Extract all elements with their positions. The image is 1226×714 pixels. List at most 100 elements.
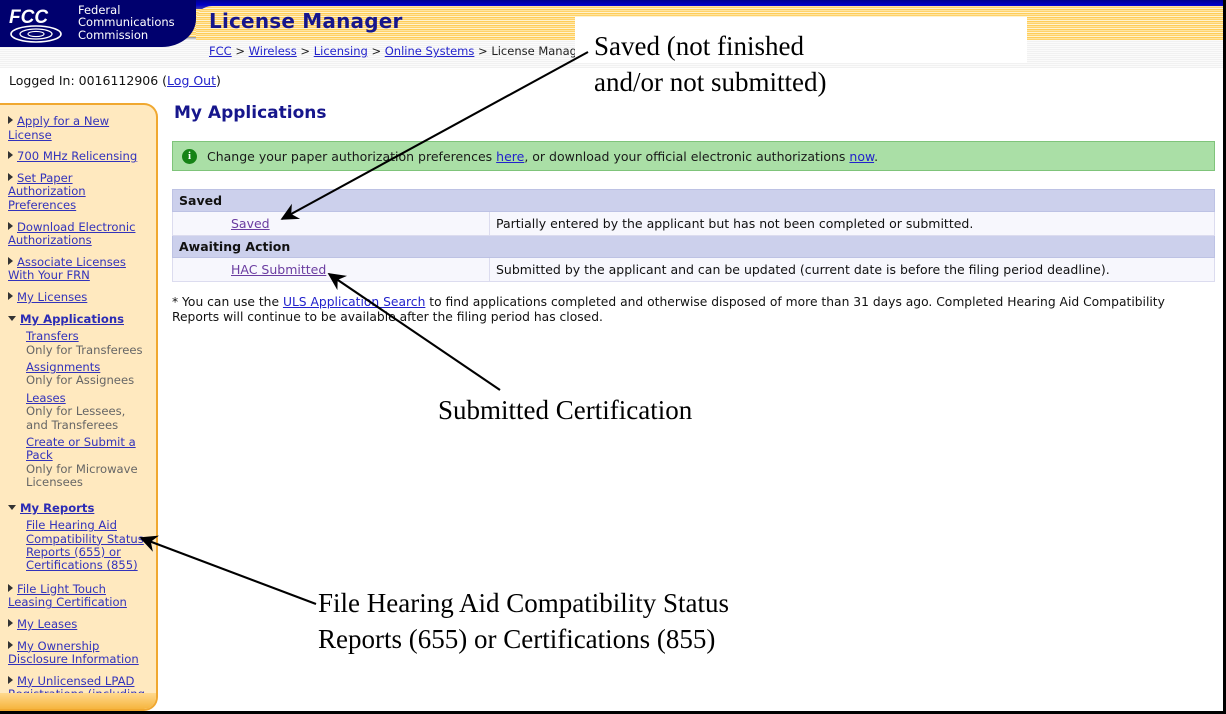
sidebar-link-create-or-submit-pack[interactable]: Create or Submit a Pack xyxy=(26,434,136,463)
sidebar-link-my-licenses[interactable]: My Licenses xyxy=(17,289,88,304)
sidebar-note-transfers: Only for Transferees xyxy=(26,342,143,357)
sidebar-item-my-leases[interactable]: My Leases xyxy=(0,614,156,636)
info-banner: i Change your paper authorization prefere… xyxy=(172,141,1215,171)
info-text-middle: , or download your official electronic a… xyxy=(524,149,850,164)
logged-in-text: Logged In: 0016112906 ( xyxy=(9,73,168,88)
sidebar-link-assignments[interactable]: Assignments xyxy=(26,359,101,374)
sidebar-link-apply-new-license[interactable]: Apply for a New License xyxy=(8,114,110,142)
sidebar-subitem-assignments[interactable]: Assignments Only for Assignees xyxy=(0,359,156,392)
sidebar-item-download-electronic-auth[interactable]: Download Electronic Authorizations xyxy=(0,217,156,252)
info-text-after: . xyxy=(874,149,879,164)
sidebar-link-my-leases[interactable]: My Leases xyxy=(17,617,78,631)
sidebar-note-assignments: Only for Assignees xyxy=(26,373,135,388)
link-hac-submitted[interactable]: HAC Submitted xyxy=(231,262,327,277)
logged-in-suffix: ) xyxy=(216,73,221,88)
breadcrumb-item-fcc[interactable]: FCC xyxy=(209,44,232,58)
fcc-logo[interactable]: FCC Federal Communications Commission xyxy=(0,0,196,47)
sidebar-link-associate-licenses-frn[interactable]: Associate Licenses With Your FRN xyxy=(8,254,126,283)
row-description-saved: Partially entered by the applicant but h… xyxy=(489,211,1215,236)
table-group-header-awaiting-action: Awaiting Action xyxy=(172,235,1215,258)
info-icon: i xyxy=(182,149,197,164)
table-row[interactable]: Saved Partially entered by the applicant… xyxy=(172,211,1215,236)
main-content: My Applications i Change your paper autho… xyxy=(172,103,1215,325)
app-title: License Manager xyxy=(209,9,403,33)
sidebar-item-my-reports[interactable]: My Reports xyxy=(0,494,156,520)
header-blue-strip xyxy=(0,0,1223,9)
fcc-agency-line-1: Federal xyxy=(78,3,121,17)
sidebar-link-transfers[interactable]: Transfers xyxy=(26,329,79,344)
fcc-agency-name: Federal Communications Commission xyxy=(78,4,175,41)
chevron-right-icon xyxy=(8,256,13,265)
chevron-right-icon xyxy=(8,583,13,592)
breadcrumb-sep-4: > xyxy=(474,44,492,58)
sidebar-link-ownership-disclosure[interactable]: My Ownership Disclosure Information xyxy=(8,638,139,667)
annotation-saved: Saved (not finished and/or not submitted… xyxy=(594,31,827,97)
sidebar-link-my-reports[interactable]: My Reports xyxy=(20,500,95,515)
sidebar-link-700mhz-relicensing[interactable]: 700 MHz Relicensing xyxy=(17,149,138,164)
info-link-now[interactable]: now xyxy=(849,149,875,164)
sidebar-subitem-leases[interactable]: Leases Only for Lessees, and Transferees xyxy=(0,390,156,436)
sidebar-item-700mhz-relicensing[interactable]: 700 MHz Relicensing xyxy=(0,146,156,168)
sidebar-item-my-licenses[interactable]: My Licenses xyxy=(0,287,156,309)
fcc-agency-line-3: Commission xyxy=(78,27,149,42)
sidebar-item-my-applications[interactable]: My Applications xyxy=(0,309,156,331)
link-saved[interactable]: Saved xyxy=(231,216,270,231)
chevron-right-icon xyxy=(8,675,13,684)
annotation-backdrop-saved xyxy=(575,17,1027,63)
sidebar-subitem-file-hac-reports[interactable]: File Hearing Aid Compatibility Status Re… xyxy=(0,518,156,579)
group-label-awaiting-action: Awaiting Action xyxy=(172,235,1215,258)
sidebar-item-associate-licenses-frn[interactable]: Associate Licenses With Your FRN xyxy=(0,252,156,287)
breadcrumb-sep-3: > xyxy=(367,44,385,58)
sidebar-link-file-hac-reports[interactable]: File Hearing Aid Compatibility Status Re… xyxy=(26,518,144,573)
breadcrumb-item-wireless[interactable]: Wireless xyxy=(248,44,297,58)
sidebar-link-leases[interactable]: Leases xyxy=(26,390,66,405)
sidebar-subitem-create-or-submit-pack[interactable]: Create or Submit a Pack Only for Microwa… xyxy=(0,434,156,494)
chevron-right-icon xyxy=(8,640,13,649)
row-description-hac-submitted: Submitted by the applicant and can be up… xyxy=(489,257,1215,282)
breadcrumb-sep-2: > xyxy=(296,44,314,58)
breadcrumb-item-online-systems[interactable]: Online Systems xyxy=(384,44,475,58)
fcc-agency-line-2: Communications xyxy=(78,15,175,30)
chevron-right-icon xyxy=(8,172,13,181)
sidebar: Apply for a New License 700 MHz Relicens… xyxy=(0,103,158,711)
sidebar-item-light-touch-leasing[interactable]: File Light Touch Leasing Certification xyxy=(0,579,156,614)
applications-table: Saved Saved Partially entered by the app… xyxy=(172,189,1215,282)
chevron-right-icon xyxy=(8,151,13,160)
sidebar-item-unlicensed-lpad[interactable]: My Unlicensed LPAD Registrations (includ… xyxy=(0,671,156,711)
row-link-cell-hac-submitted[interactable]: HAC Submitted xyxy=(172,257,490,282)
chevron-right-icon xyxy=(8,116,13,124)
sidebar-link-my-applications[interactable]: My Applications xyxy=(20,311,124,326)
table-row[interactable]: HAC Submitted Submitted by the applicant… xyxy=(172,257,1215,282)
annotation-submitted-certification: Submitted Certification xyxy=(438,395,693,425)
breadcrumb: FCC > Wireless > Licensing > Online Syst… xyxy=(209,44,589,58)
footnote: * You can use the ULS Application Search… xyxy=(172,295,1215,325)
sidebar-subitem-transfers[interactable]: Transfers Only for Transferees xyxy=(0,329,156,361)
log-out-link[interactable]: Log Out xyxy=(167,73,217,88)
table-group-header-saved: Saved xyxy=(172,189,1215,212)
chevron-down-icon xyxy=(8,315,16,321)
sidebar-note-create-or-submit-pack: Only for Microwave Licensees xyxy=(26,461,138,490)
chevron-down-icon xyxy=(8,504,16,510)
chevron-right-icon xyxy=(8,291,13,300)
sidebar-link-light-touch-leasing[interactable]: File Light Touch Leasing Certification xyxy=(8,581,127,610)
sidebar-link-unlicensed-lpad[interactable]: My Unlicensed LPAD Registrations (includ… xyxy=(8,673,145,711)
arrow-to-sidebar-hac-reports xyxy=(139,535,317,605)
sidebar-link-download-electronic-auth[interactable]: Download Electronic Authorizations xyxy=(8,219,136,248)
info-link-here[interactable]: here xyxy=(496,149,525,164)
breadcrumb-item-licensing[interactable]: Licensing xyxy=(313,44,368,58)
sidebar-item-apply-new-license[interactable]: Apply for a New License xyxy=(0,111,156,146)
row-link-cell-saved[interactable]: Saved xyxy=(172,211,490,236)
sidebar-item-set-paper-auth-prefs[interactable]: Set Paper Authorization Preferences xyxy=(0,168,156,217)
logged-in-status: Logged In: 0016112906 (Log Out) xyxy=(9,73,221,88)
annotation-file-hac-reports: File Hearing Aid Compatibility Status Re… xyxy=(318,588,729,654)
sidebar-note-leases: Only for Lessees, and Transferees xyxy=(26,404,126,432)
sidebar-item-ownership-disclosure[interactable]: My Ownership Disclosure Information xyxy=(0,636,156,671)
fcc-seal-icon: FCC xyxy=(9,7,62,43)
group-label-saved: Saved xyxy=(172,189,1215,212)
page-title: My Applications xyxy=(174,103,327,123)
sidebar-link-set-paper-auth-prefs[interactable]: Set Paper Authorization Preferences xyxy=(8,170,86,212)
info-text-before: Change your paper authorization preferen… xyxy=(207,149,497,164)
svg-text:FCC: FCC xyxy=(9,7,48,28)
footnote-link-uls-application-search[interactable]: ULS Application Search xyxy=(282,295,426,309)
